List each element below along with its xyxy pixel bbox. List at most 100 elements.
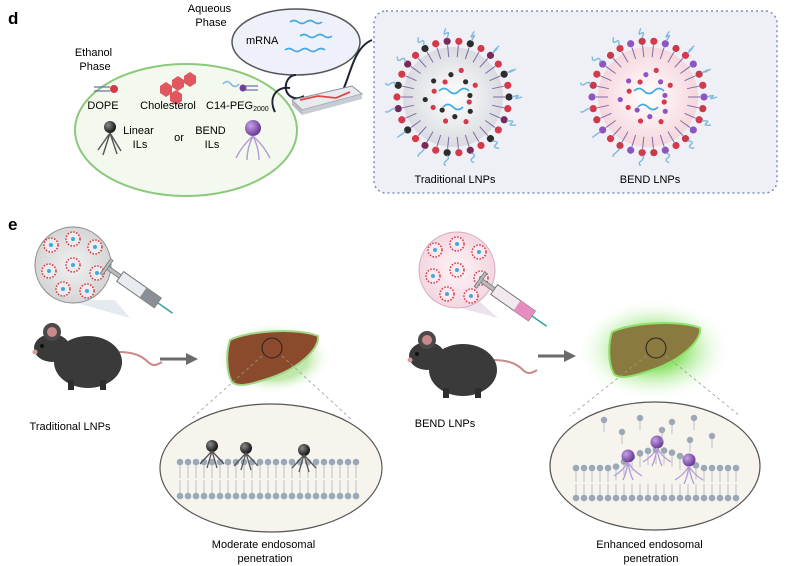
lipid-head: [672, 141, 680, 150]
membrane-head: [288, 458, 296, 466]
membrane-head: [232, 492, 240, 500]
lipid-tail: [684, 75, 696, 82]
disrupted-lipid-bilayer: [572, 446, 740, 502]
lipid-head: [700, 93, 708, 101]
lipid-head: [667, 82, 673, 88]
bend-lnps-label-e: BEND LNPs: [415, 418, 476, 430]
lipid-head: [672, 44, 680, 53]
membrane-head: [612, 494, 620, 502]
mini-lnp-core: [93, 245, 97, 249]
mini-lnp-core: [71, 237, 75, 241]
free-lipid-head: [600, 416, 608, 424]
lipid-head: [662, 92, 668, 99]
lipid-head: [625, 104, 631, 111]
mini-lnp-core: [455, 242, 459, 246]
lipid-head: [681, 51, 690, 59]
lipid-head: [462, 79, 469, 85]
lipid-head: [650, 37, 658, 45]
mini-lnp-cluster: [41, 231, 105, 299]
membrane-head: [184, 492, 192, 500]
lipid-tail: [405, 112, 417, 119]
membrane-head: [596, 464, 604, 472]
traditional-lnp-magnifier: [34, 226, 130, 318]
enhanced-label-2: penetration: [623, 553, 678, 565]
peg-chain: [638, 28, 645, 39]
membrane-head: [708, 464, 716, 472]
bend-lnp-magnifier: [418, 231, 498, 318]
membrane-head: [588, 464, 596, 472]
membrane-head: [208, 458, 216, 466]
membrane-head: [732, 494, 740, 502]
lipid-tail: [410, 120, 421, 128]
membrane-head: [336, 458, 344, 466]
peg-lipid-icon: [222, 80, 258, 92]
lipid-head: [421, 44, 429, 53]
lipid-head: [695, 116, 703, 124]
membrane-head: [192, 458, 200, 466]
moderate-label-2: penetration: [237, 553, 292, 565]
lipid-tail: [472, 51, 480, 63]
il-tail: [199, 450, 213, 465]
lipid-tail: [600, 75, 612, 82]
or-label: or: [174, 132, 184, 144]
lipid-tail: [489, 75, 501, 82]
mini-lnp-core: [433, 248, 437, 252]
membrane-head: [716, 464, 724, 472]
membrane-head: [328, 458, 336, 466]
lipid-head: [439, 107, 445, 113]
membrane-head: [676, 494, 684, 502]
ethanol-phase-ellipse: [74, 63, 298, 197]
linear-il-head: [240, 442, 252, 454]
membrane-head: [596, 494, 604, 502]
membrane-head: [628, 494, 636, 502]
lipid-head: [463, 119, 469, 125]
membrane-head: [692, 494, 700, 502]
lipid-tail: [642, 45, 645, 58]
membrane-head: [352, 492, 360, 500]
ethanol-phase-label-1: Ethanol: [75, 47, 112, 59]
mini-lnp-core: [469, 294, 473, 298]
lipid-head: [617, 96, 623, 103]
membrane-head: [264, 492, 272, 500]
membrane-head: [636, 450, 644, 457]
mrna-strands: [284, 19, 333, 53]
membrane-head: [288, 492, 296, 500]
lipid-head: [643, 72, 649, 78]
il-tail: [206, 450, 213, 469]
lipid-head: [650, 149, 658, 157]
lipid-tail: [436, 47, 442, 60]
peg-chain: [579, 107, 591, 113]
lipid-head: [689, 60, 697, 68]
membrane-head: [732, 464, 740, 472]
il-tail: [245, 452, 252, 471]
membrane-head: [272, 458, 280, 466]
peg-chain: [396, 56, 406, 63]
peg-chain: [470, 152, 476, 164]
membrane-head: [724, 464, 732, 472]
lipid-tail: [605, 66, 616, 74]
peg-chain: [701, 68, 712, 74]
membrane-head: [336, 492, 344, 500]
lipid-head: [411, 135, 420, 143]
membrane-head: [660, 447, 668, 454]
lipid-head: [626, 78, 632, 84]
svg-text:Ethanol Phase: Ethanol Phase: [75, 47, 115, 73]
lipid-head: [455, 149, 463, 157]
lipid-head: [638, 37, 646, 45]
membrane-head: [644, 447, 652, 455]
enhanced-label-1: Enhanced endosomal: [596, 539, 702, 551]
membrane-head: [176, 458, 184, 466]
peg-chain: [417, 37, 425, 47]
peg-chain: [612, 37, 620, 47]
peg-chain: [701, 120, 712, 126]
lipid-tail: [479, 126, 489, 136]
lipid-tail: [631, 134, 637, 147]
membrane-head: [716, 494, 724, 502]
lipid-head: [455, 37, 463, 45]
linear-il-cluster: [199, 440, 317, 473]
lipid-head: [593, 116, 601, 124]
lipid-head: [398, 70, 406, 78]
lipid-head: [589, 81, 597, 89]
lipid-head: [393, 93, 401, 101]
lipid-tail: [687, 104, 699, 109]
